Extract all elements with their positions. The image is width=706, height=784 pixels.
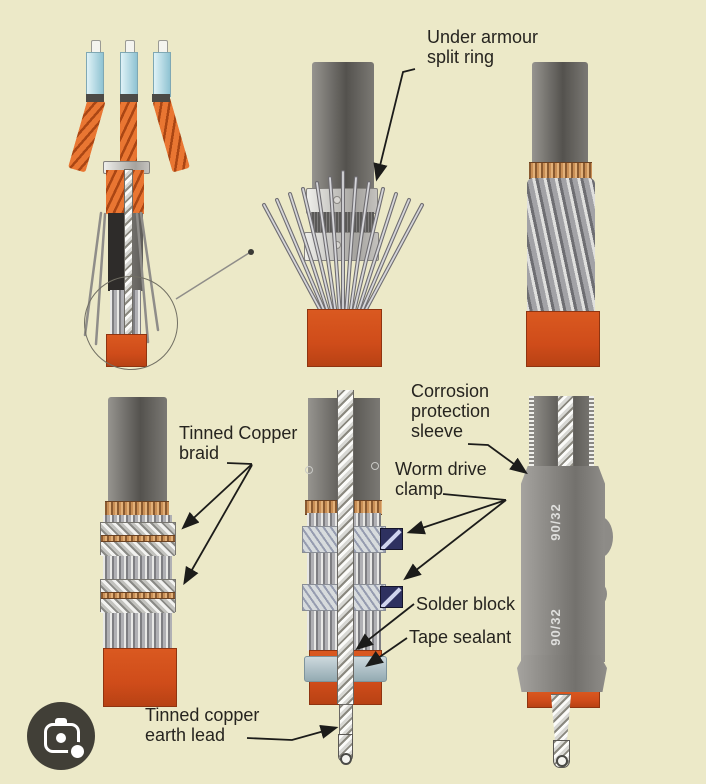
figure-tinned-copper-braid <box>0 380 260 784</box>
core-wrap-middle <box>120 99 137 172</box>
label-line: protection <box>411 401 491 421</box>
worm-clamp-screw-lower <box>380 586 403 608</box>
label-tinned-copper-earth-lead: Tinned copper earth lead <box>145 705 259 745</box>
braid-weave <box>101 542 175 556</box>
earth-lead-braid <box>550 694 572 744</box>
sleeve-mouth-hatch-right <box>589 396 594 470</box>
cable-sheath-base <box>526 311 600 367</box>
sleeve-mouth-hatch-left <box>529 396 534 470</box>
camera-lens-button[interactable] <box>27 702 95 770</box>
tie-wire-loop-left <box>305 466 313 474</box>
braid-band-lower <box>100 579 176 613</box>
braid-copper-stripe <box>101 592 175 599</box>
cable-jacket <box>108 397 167 503</box>
label-tape-sealant: Tape sealant <box>409 627 512 647</box>
core-tip-band <box>86 94 104 102</box>
screw-slot <box>381 529 402 549</box>
core-tip-band <box>152 94 170 102</box>
label-line: clamp <box>395 479 444 499</box>
braid-weave <box>101 580 175 592</box>
core-tip-band <box>120 94 138 102</box>
braid-copper-stripe <box>101 535 175 542</box>
label-under-armour-split-ring: Under armour split ring <box>427 27 538 67</box>
figure-armour-laid-back <box>470 0 706 380</box>
detail-circle <box>84 276 178 370</box>
twisted-armour-wires <box>527 178 595 313</box>
sleeve-size-marking-top: 90/32 <box>548 503 563 541</box>
earth-braid-under-sleeve <box>557 396 574 470</box>
screw-slot <box>381 587 402 607</box>
camera-icon-top <box>55 718 67 725</box>
camera-icon-lens-dot <box>56 733 66 743</box>
label-line: Worm drive <box>395 459 487 479</box>
cable-sheath-base <box>307 309 382 367</box>
label-solder-block: Solder block <box>416 594 516 614</box>
sleeve-flared-end <box>517 655 607 692</box>
tie-wire-loop-right <box>371 462 379 470</box>
inner-sheath-dark <box>108 213 125 291</box>
cable-sheath-base <box>103 648 177 707</box>
sleeve-size-marking-bottom: 90/32 <box>548 608 563 646</box>
label-worm-drive-clamp: Worm drive clamp <box>395 459 487 499</box>
figure-three-core-termination <box>0 0 260 380</box>
figure-corrosion-sleeve: 90/32 90/32 <box>470 0 706 784</box>
figure-worm-drive-clamps <box>302 390 403 765</box>
earth-lead-taper <box>339 704 353 736</box>
lug-hole <box>556 755 568 767</box>
lug-hole <box>340 753 352 765</box>
braid-weave <box>101 523 175 535</box>
label-line: earth lead <box>145 725 226 745</box>
braid-weave <box>101 599 175 613</box>
label-line: Tinned Copper <box>179 423 298 443</box>
label-line: Corrosion <box>411 381 490 401</box>
label-line: braid <box>179 443 220 463</box>
label-line: Tinned copper <box>145 705 260 725</box>
label-line: split ring <box>427 47 495 67</box>
label-tinned-copper-braid: Tinned Copper braid <box>179 423 297 463</box>
label-line: Under armour <box>427 27 539 47</box>
braid-band-upper <box>100 522 176 556</box>
corrosion-protection-sleeve <box>521 466 605 662</box>
label-line: sleeve <box>411 421 464 441</box>
label-corrosion-protection-sleeve: Corrosion protection sleeve <box>411 381 490 441</box>
camera-icon-corner-dot <box>68 742 87 761</box>
cable-jacket <box>312 62 374 189</box>
worm-clamp-screw-upper <box>380 528 403 550</box>
earth-lead-braid <box>337 390 354 704</box>
cable-jacket <box>532 62 588 164</box>
